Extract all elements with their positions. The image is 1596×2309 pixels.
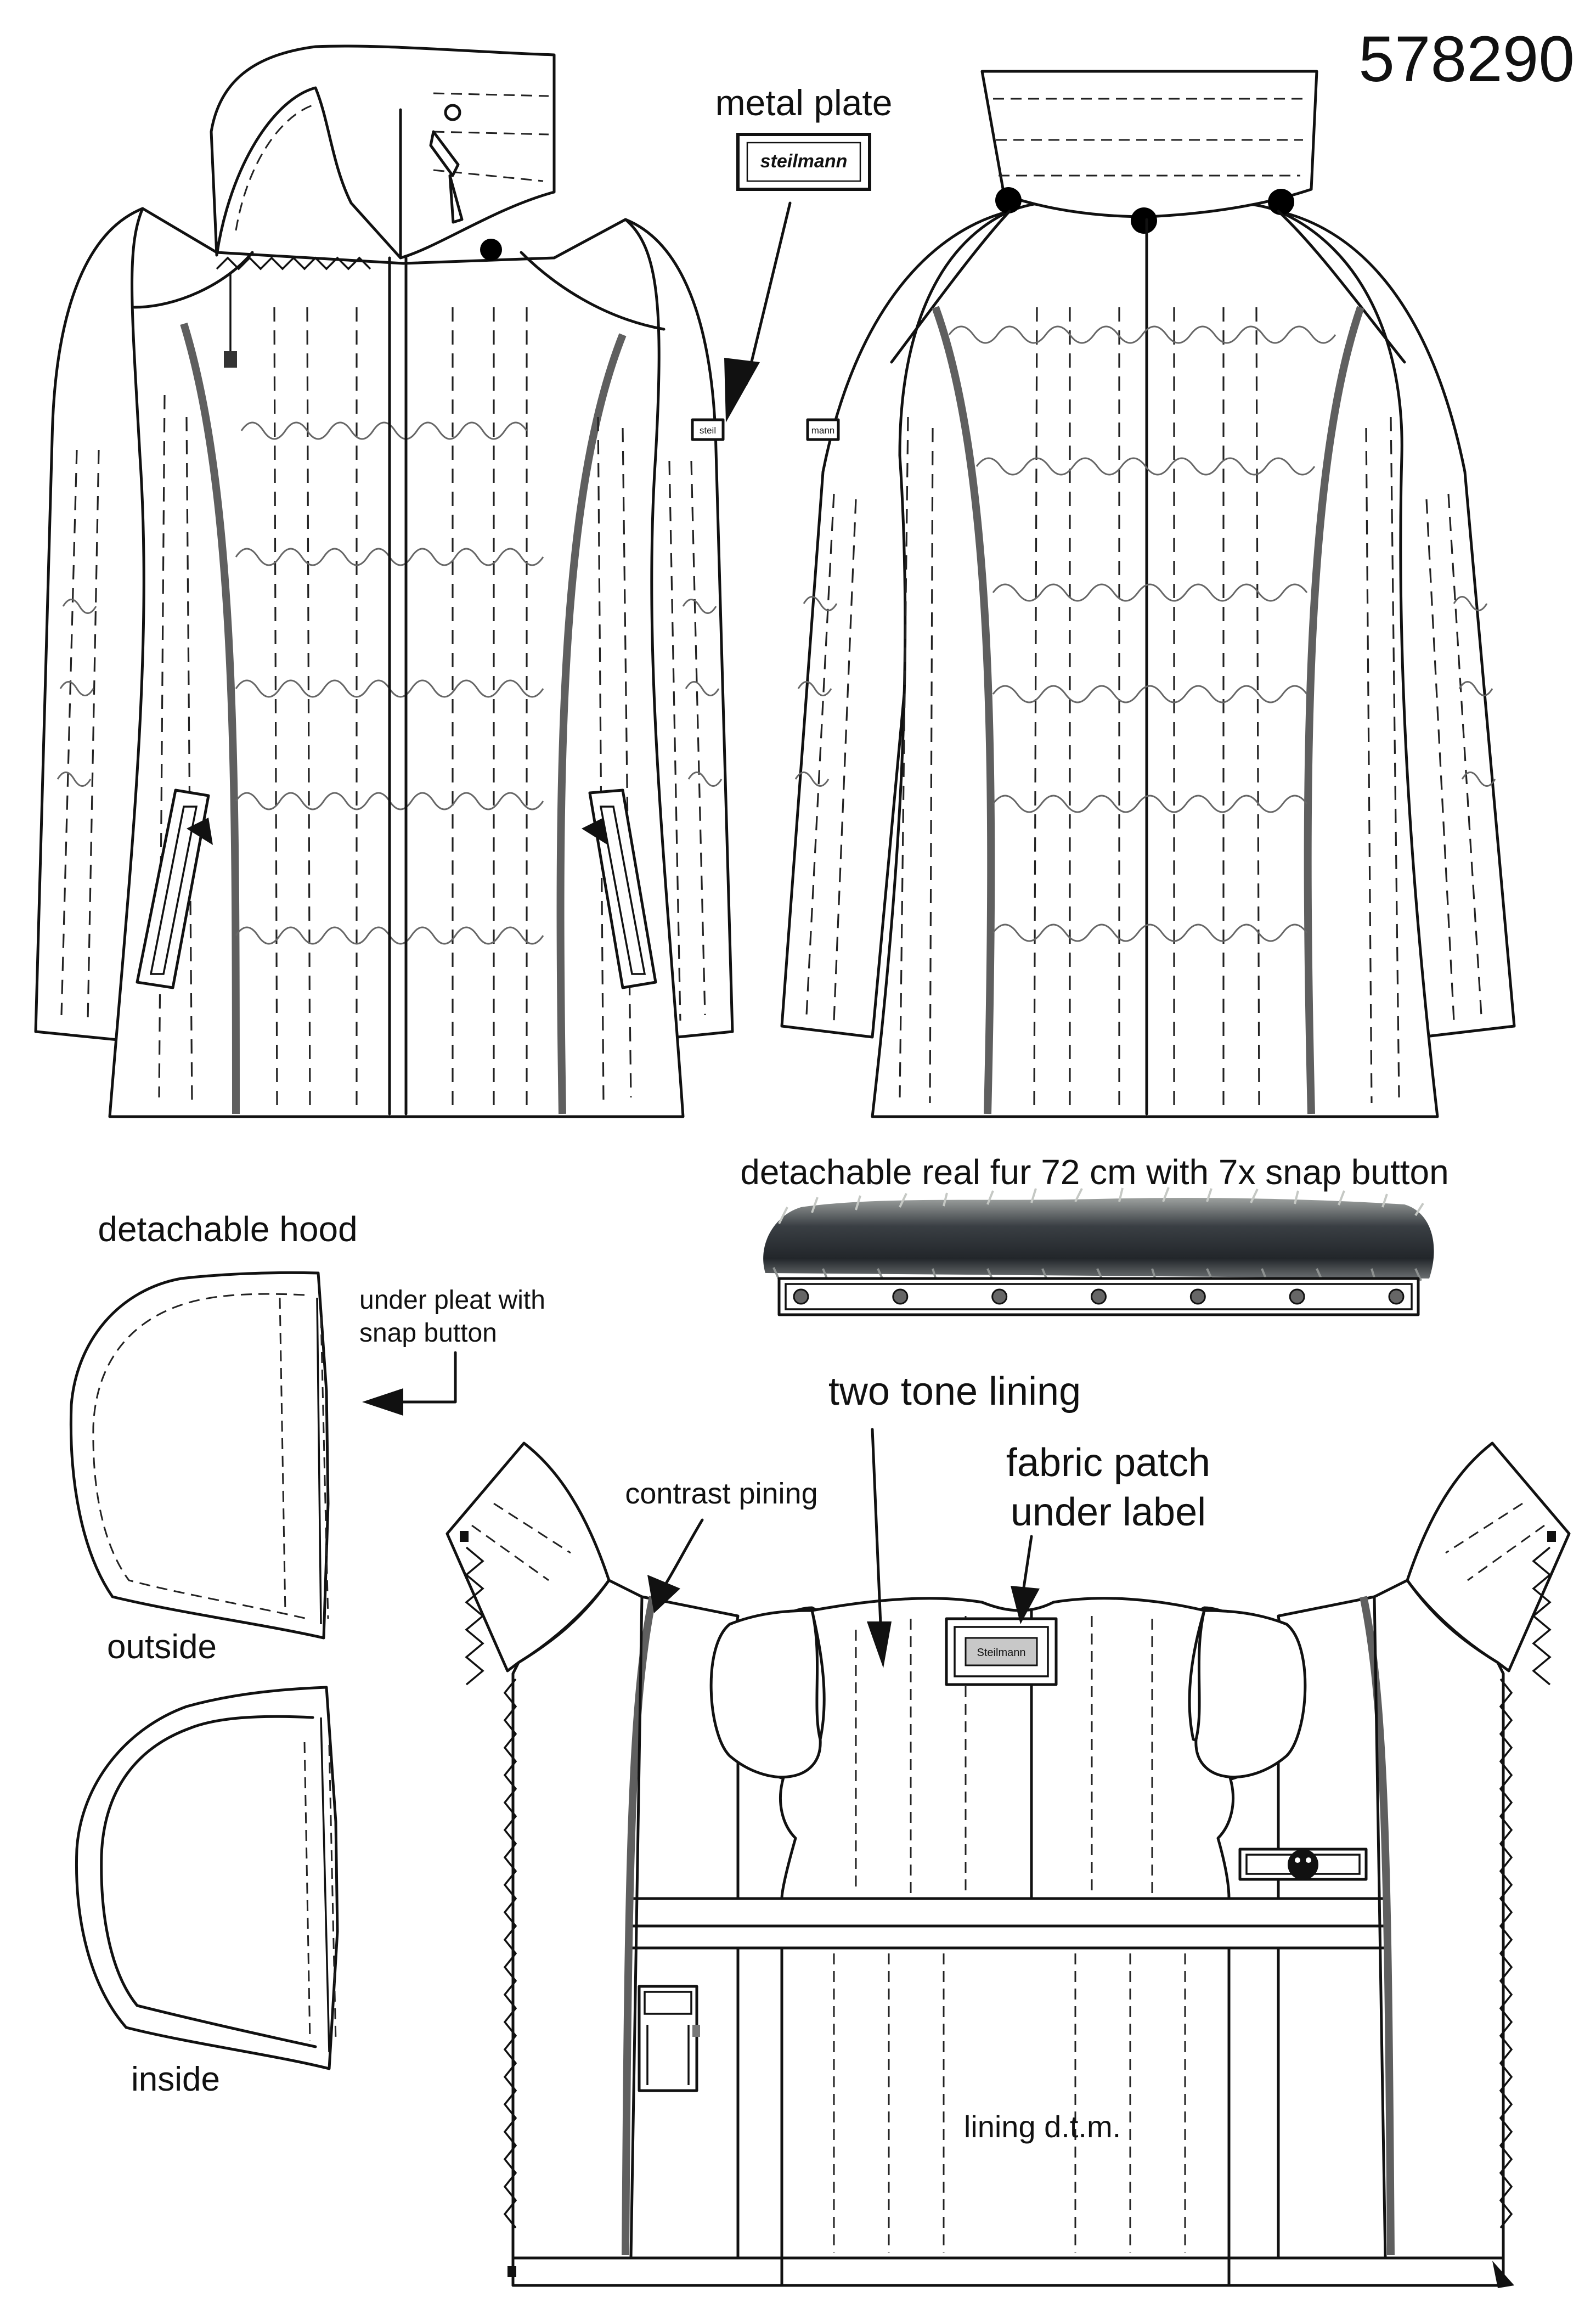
two-tone-lining-label: two tone lining xyxy=(828,1370,1081,1413)
hood-inside xyxy=(75,1686,339,2070)
front-piping-left xyxy=(180,322,240,1114)
inside-piping-left xyxy=(622,1596,657,2256)
front-piping-right xyxy=(556,333,627,1114)
coat-inside-view: Steilmann xyxy=(445,1428,1571,2288)
fur-snap-button xyxy=(991,1288,1008,1305)
inside-label-text: Steilmann xyxy=(977,1647,1026,1659)
fur-snap-button xyxy=(1289,1288,1305,1305)
svg-text:mann: mann xyxy=(811,425,835,436)
hood-outside-label: outside xyxy=(107,1628,217,1666)
fur-snap-button xyxy=(1388,1288,1405,1305)
back-piping-left xyxy=(932,306,995,1114)
hood-caption: detachable hood xyxy=(98,1209,357,1249)
metal-plate-logo: steilmann xyxy=(760,151,848,172)
article-number: 578290 xyxy=(1358,23,1575,95)
back-collar xyxy=(980,70,1318,218)
inside-piping-right xyxy=(1360,1596,1395,2256)
inside-lower-lining xyxy=(736,1946,1280,2260)
fur-snap-button xyxy=(1189,1288,1206,1305)
metal-plate-label: metal plate xyxy=(715,82,893,123)
fur-snap-button xyxy=(793,1288,809,1305)
hood-outside xyxy=(69,1271,330,1640)
front-collar xyxy=(210,44,556,260)
svg-text:steil: steil xyxy=(700,425,716,436)
inside-hem-band xyxy=(511,2256,1505,2287)
coat-back-view: mann xyxy=(780,70,1516,1118)
lining-label: lining d.t.m. xyxy=(964,2109,1121,2144)
back-sleeve-badge xyxy=(806,418,840,441)
inside-left-zip-tape xyxy=(465,1546,484,1686)
fabric-patch-line2: under label xyxy=(1011,1490,1206,1534)
fur-trim xyxy=(763,1187,1434,1316)
metal-plate-icon xyxy=(736,133,871,191)
inside-right-zip-tape xyxy=(1532,1546,1552,1686)
metal-plate-callout: metal plate steilmann xyxy=(715,82,893,423)
fabric-patch-line1: fabric patch xyxy=(1006,1441,1210,1485)
fur-snap-button xyxy=(1091,1288,1107,1305)
under-pleat-line2: snap button xyxy=(359,1319,497,1348)
inside-left-pocket xyxy=(638,1985,698,2092)
back-piping-right xyxy=(1304,306,1364,1114)
contrast-piping-label: contrast pining xyxy=(625,1477,817,1510)
front-sleeve-badge xyxy=(691,418,725,441)
inside-brand-label xyxy=(965,1637,1038,1666)
front-body xyxy=(108,207,685,1118)
fur-caption: detachable real fur 72 cm with 7x snap b… xyxy=(740,1152,1448,1192)
under-pleat-line1: under pleat with xyxy=(359,1286,545,1315)
fur-snap-buttons xyxy=(793,1288,1405,1305)
hood-inside-label: inside xyxy=(131,2060,220,2098)
fur-snap-button xyxy=(892,1288,909,1305)
fur-pelt xyxy=(763,1198,1434,1279)
inside-waist-band xyxy=(629,1897,1387,1950)
coat-front-view: steil xyxy=(34,44,734,1118)
back-left-sleeve xyxy=(780,210,1011,1039)
